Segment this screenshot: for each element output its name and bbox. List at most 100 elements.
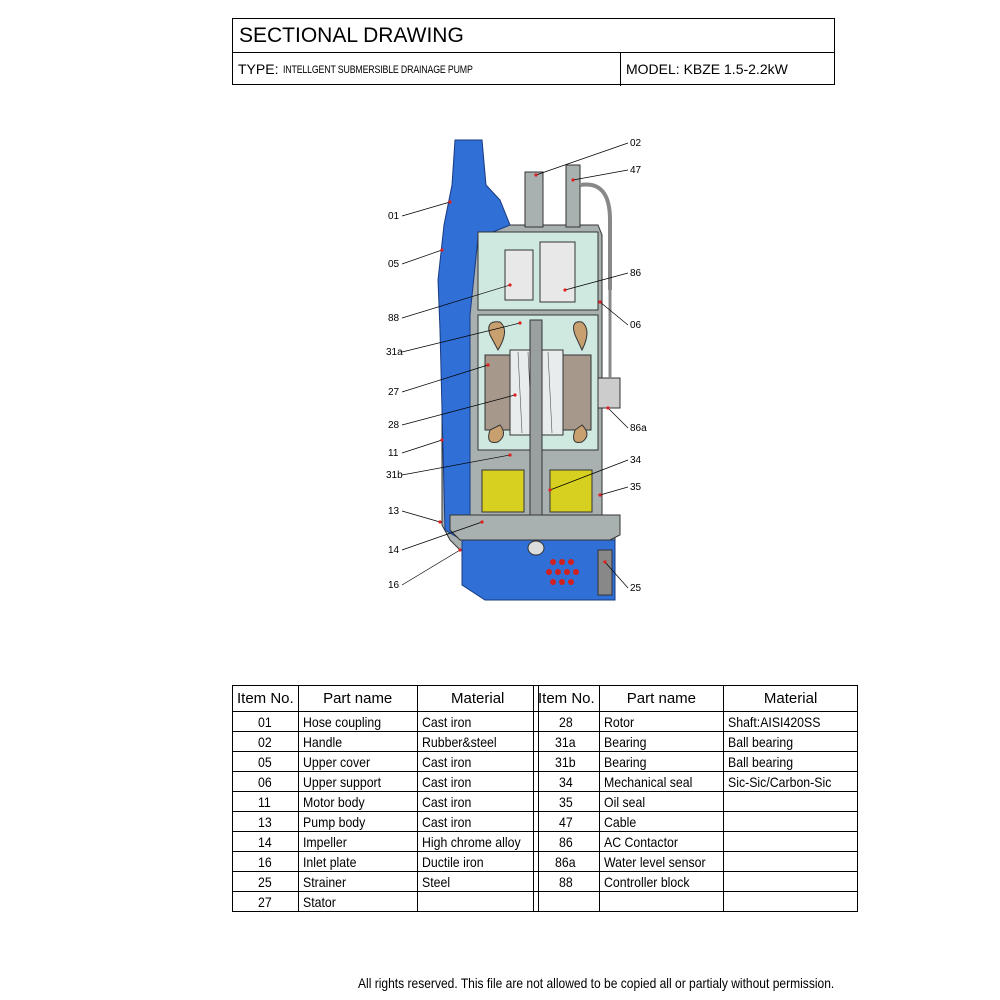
part-name-cell-text: Controller block: [603, 873, 690, 890]
item-no-cell: 01: [232, 711, 299, 732]
item-no-cell: 31b: [533, 751, 600, 772]
column-header-item-no: Item No.: [533, 685, 600, 712]
item-no-cell-text: 14: [257, 833, 272, 850]
item-no-cell-text: 27: [257, 893, 272, 910]
material-cell: Steel: [416, 871, 539, 892]
callout-28: 28: [388, 420, 400, 431]
item-no-cell-text: 11: [258, 793, 271, 810]
table-row: 34 Mechanical seal Sic-Sic/Carbon-Sic: [533, 771, 859, 792]
impeller-nut: [527, 540, 545, 556]
control-chamber: [477, 231, 599, 311]
callout-31a: 31a: [386, 347, 403, 358]
part-name-cell: Water level sensor: [598, 851, 725, 872]
callout-dots: [438, 173, 610, 564]
callout-05: 05: [388, 259, 400, 270]
item-no-cell-text: 25: [257, 873, 272, 890]
part-name-cell: Strainer: [297, 871, 418, 892]
copyright-text: All rights reserved. This file are not a…: [358, 975, 835, 991]
material-cell-text: High chrome alloy: [421, 833, 521, 850]
item-no-cell: 88: [533, 871, 600, 892]
callout-88: 88: [388, 313, 400, 324]
item-no-cell: 13: [232, 811, 299, 832]
column-header-material: Material: [416, 685, 539, 712]
shaft: [529, 319, 543, 521]
material-cell-text: Ball bearing: [728, 733, 794, 750]
handle: [524, 171, 544, 228]
item-no-cell-text: 86a: [554, 853, 576, 870]
item-no-cell: 25: [232, 871, 299, 892]
material-cell: [723, 811, 859, 832]
item-no-cell-text: 13: [257, 813, 272, 830]
material-cell: Cast iron: [416, 811, 539, 832]
table-header-row: Item No. Part name Material: [232, 685, 539, 712]
item-no-cell-text: 31b: [554, 753, 576, 770]
callouts-right: [535, 142, 629, 589]
type-label: TYPE:: [238, 61, 279, 77]
part-name-cell-text: Strainer: [302, 873, 346, 890]
pump-body: [449, 514, 621, 541]
material-cell: Cast iron: [416, 751, 539, 772]
item-no-cell-text: 47: [558, 813, 573, 830]
callout-06: 06: [630, 320, 642, 331]
material-cell-text: Ductile iron: [421, 853, 484, 870]
part-name-cell-text: Pump body: [302, 813, 366, 830]
item-no-cell: 11: [232, 791, 299, 812]
item-no-cell-text: 01: [257, 713, 272, 730]
item-no-cell: 47: [533, 811, 600, 832]
model-label: MODEL: KBZE 1.5-2.2kW: [626, 61, 788, 77]
table-row: 86a Water level sensor: [533, 851, 859, 872]
part-name-cell: Oil seal: [598, 791, 725, 812]
item-no-cell-text: 34: [558, 773, 573, 790]
winding-bottom-right: [573, 424, 588, 443]
stator-left: [484, 354, 514, 431]
part-name-cell: Bearing: [598, 751, 725, 772]
item-no-cell-text: 31a: [554, 733, 576, 750]
item-no-cell-text: 88: [558, 873, 573, 890]
part-name-cell-text: Motor body: [302, 793, 365, 810]
table-row: [533, 891, 859, 912]
part-name-cell-text: Handle: [302, 733, 342, 750]
material-cell-text: Rubber&steel: [421, 733, 497, 750]
material-cell: [723, 831, 859, 852]
material-cell: Sic-Sic/Carbon-Sic: [723, 771, 859, 792]
item-no-cell: 16: [232, 851, 299, 872]
callout-01: 01: [388, 211, 400, 222]
column-header-part-name: Part name: [598, 685, 725, 712]
type-value: INTELLGENT SUBMERSIBLE DRAINAGE PUMP: [283, 64, 473, 76]
material-cell-text: Sic-Sic/Carbon-Sic: [728, 773, 832, 790]
part-name-cell: Motor body: [297, 791, 418, 812]
type-cell: TYPE: INTELLGENT SUBMERSIBLE DRAINAGE PU…: [233, 53, 621, 86]
callout-13: 13: [388, 506, 400, 517]
item-no-cell: 05: [232, 751, 299, 772]
table-row: 27 Stator: [232, 891, 539, 912]
item-no-cell-text: 02: [257, 733, 272, 750]
item-no-cell-text: 35: [558, 793, 573, 810]
item-no-cell-text: 05: [257, 753, 272, 770]
table-row: 02 Handle Rubber&steel: [232, 731, 539, 752]
part-name-cell-text: Mechanical seal: [603, 773, 693, 790]
type-row: TYPE: INTELLGENT SUBMERSIBLE DRAINAGE PU…: [233, 53, 834, 86]
part-name-cell: Upper support: [297, 771, 418, 792]
callout-02: 02: [630, 138, 642, 149]
part-name-cell: Cable: [598, 811, 725, 832]
material-cell: Cast iron: [416, 711, 539, 732]
part-name-cell-text: Stator: [302, 893, 336, 910]
part-name-cell: Controller block: [598, 871, 725, 892]
material-cell-text: Cast iron: [421, 813, 471, 830]
part-name-cell-text: Upper cover: [302, 753, 370, 770]
part-name-cell: Inlet plate: [297, 851, 418, 872]
pump-sectional-drawing: 01 05 88 31a 27 28 11 31b 13 14 16 02 47…: [386, 138, 647, 601]
title-row: SECTIONAL DRAWING: [233, 19, 834, 53]
winding-top-left: [488, 321, 505, 352]
column-header-item-no: Item No.: [232, 685, 299, 712]
title-block: SECTIONAL DRAWING TYPE: INTELLGENT SUBME…: [232, 18, 835, 86]
table-row: 25 Strainer Steel: [232, 871, 539, 892]
callout-25: 25: [630, 583, 642, 594]
